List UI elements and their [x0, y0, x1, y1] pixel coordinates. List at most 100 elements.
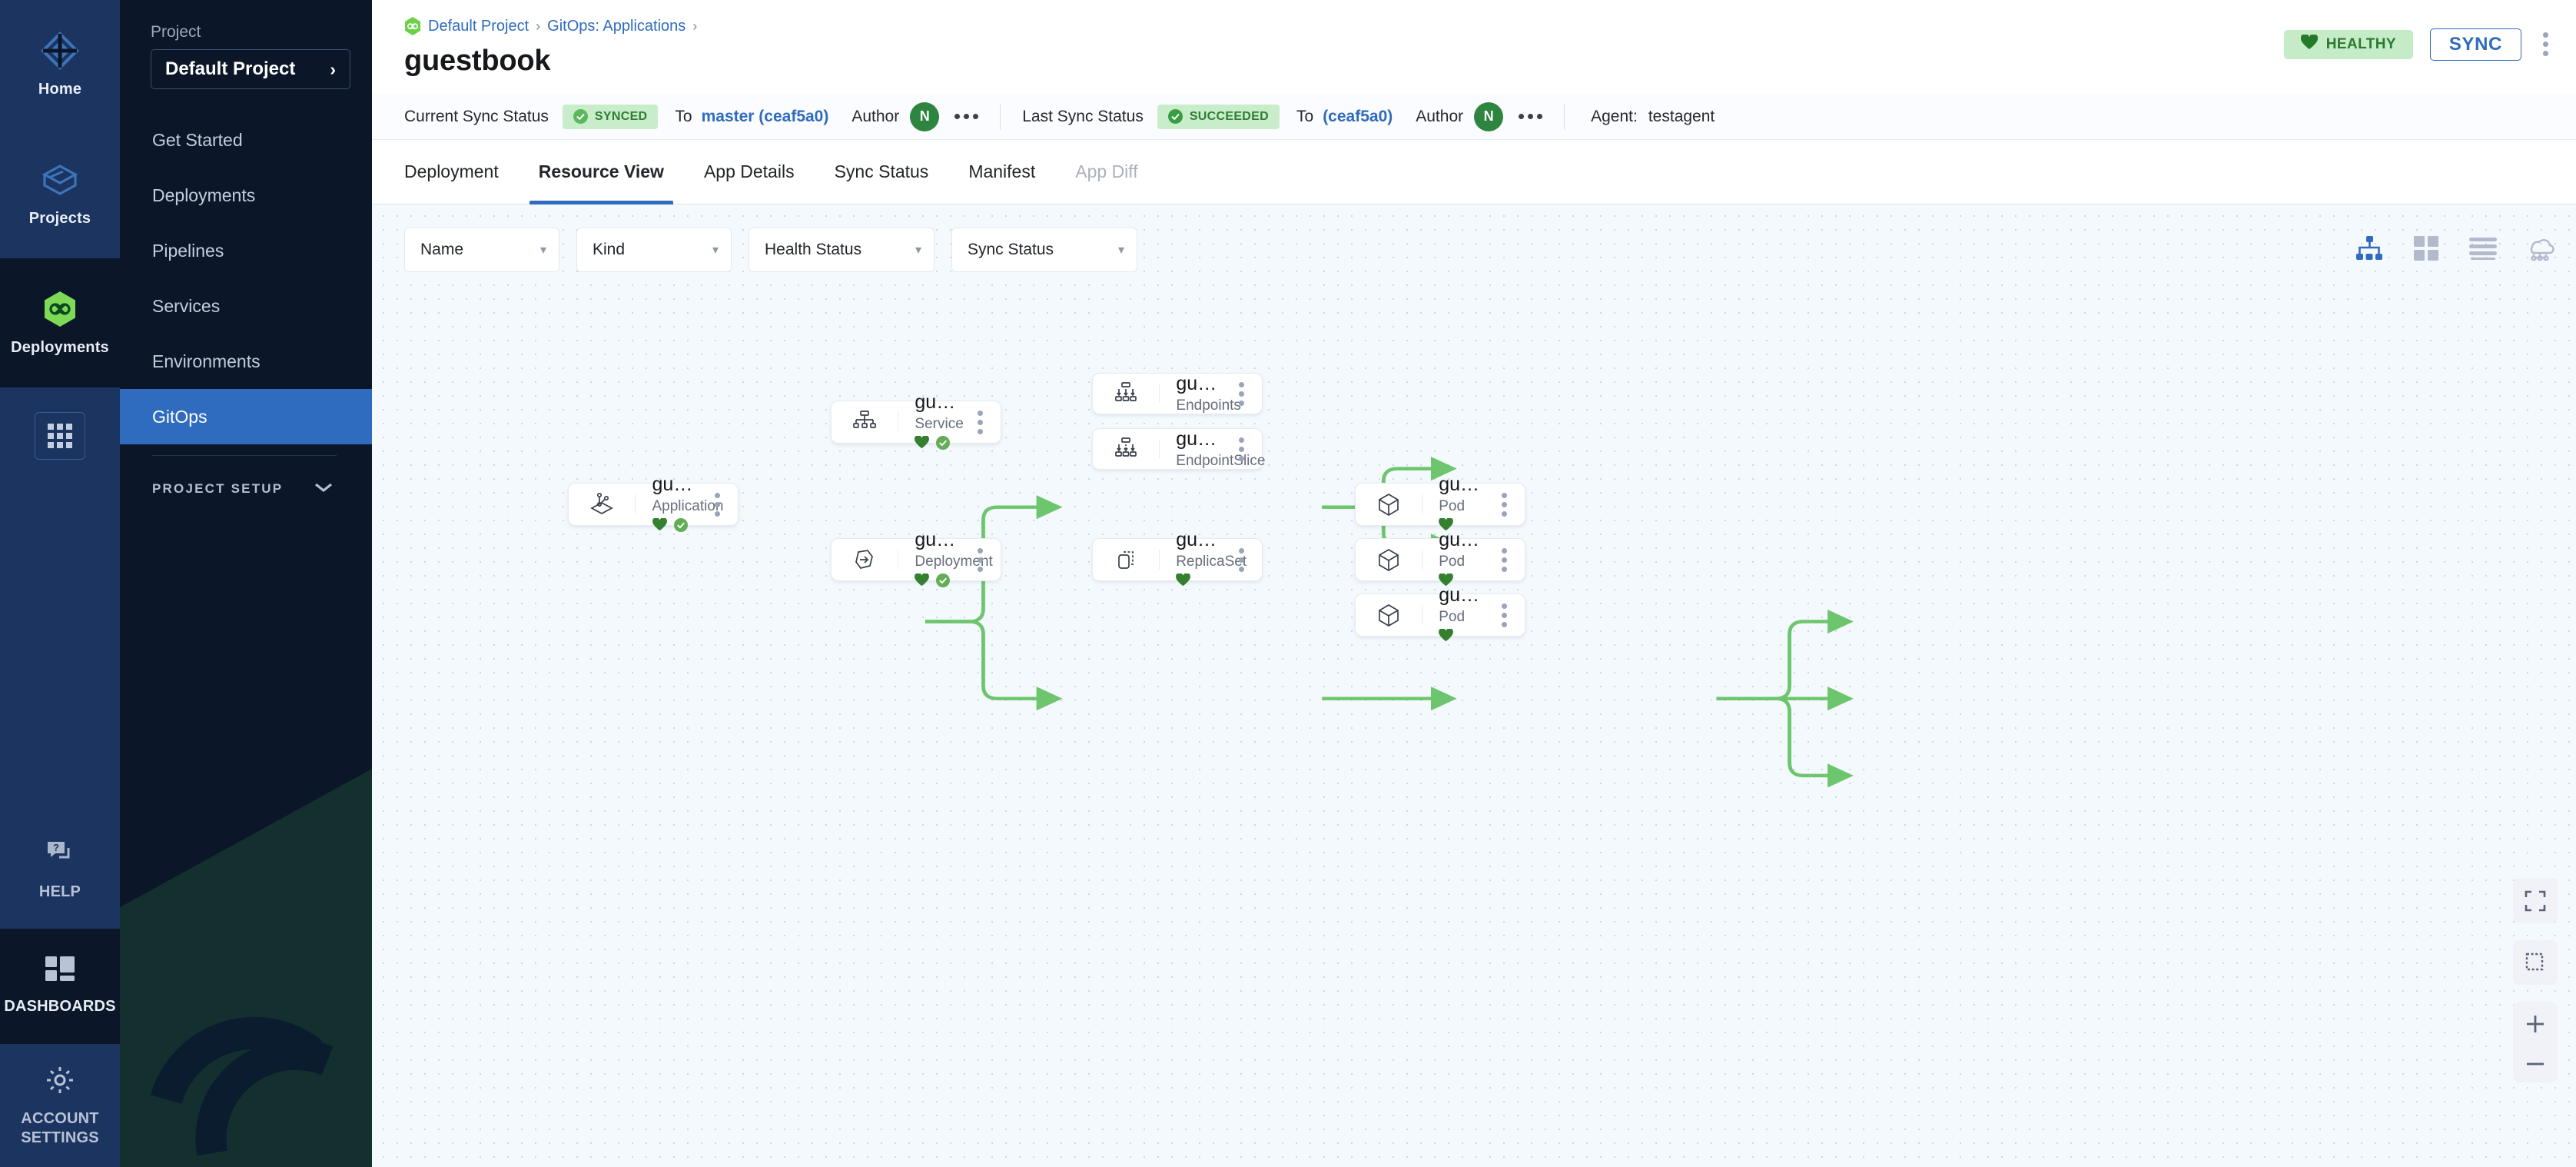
graph-node-kind: Deployment: [915, 554, 959, 570]
filter-bar: Name ▾ Kind ▾ Health Status ▾ Sync Statu…: [404, 228, 1137, 272]
rail-item-projects[interactable]: Projects: [0, 129, 120, 258]
sync-button[interactable]: SYNC: [2430, 28, 2521, 61]
sidebar-item-deployments[interactable]: Deployments: [120, 168, 372, 223]
sidebar-item-label: GitOps: [152, 407, 207, 427]
filter-health-status-label: Health Status: [765, 241, 861, 259]
sidebar-section-project-setup[interactable]: PROJECT SETUP: [120, 467, 372, 511]
agent-label: Agent:: [1591, 108, 1638, 126]
tab-app-details[interactable]: App Details: [684, 140, 815, 204]
graph-node-endpointslice[interactable]: guestbook-ui-ncpmr EndpointSlice: [1092, 428, 1263, 470]
graph-edges: [372, 204, 2576, 1167]
graph-node-kind: Pod: [1439, 609, 1483, 626]
rail-label-account-settings: ACCOUNT SETTINGS: [0, 1109, 120, 1148]
project-setup-label: PROJECT SETUP: [152, 481, 283, 497]
sidebar-item-label: Get Started: [152, 130, 243, 151]
graph-node-kebab-icon[interactable]: [696, 488, 738, 521]
tab-sync-status[interactable]: Sync Status: [815, 140, 949, 204]
chevron-down-icon: ▾: [712, 242, 719, 258]
current-author-overflow-icon[interactable]: [954, 114, 978, 119]
graph-node-kebab-icon[interactable]: [1220, 377, 1262, 411]
graph-node-replicaset[interactable]: guestbook-ui-5b64f69597 ReplicaSet: [1092, 538, 1263, 581]
sidebar-item-pipelines[interactable]: Pipelines: [120, 223, 372, 278]
list-view-icon[interactable]: [2468, 234, 2498, 263]
rail-item-account-settings[interactable]: ACCOUNT SETTINGS: [0, 1044, 120, 1167]
graph-node-deployment[interactable]: guestbook-ui Deployment: [831, 538, 1001, 581]
graph-node-pod[interactable]: guestbook-ui-5b64f6959… Pod: [1355, 538, 1525, 581]
heart-health-icon: [652, 518, 667, 535]
last-author-overflow-icon[interactable]: [1519, 114, 1542, 119]
breadcrumb-separator: ›: [692, 18, 697, 35]
graph-node-pod[interactable]: guestbook-ui-5b64f6959… Pod: [1355, 593, 1525, 637]
rail-item-deployments[interactable]: Deployments: [0, 258, 120, 387]
graph-node-kind: Pod: [1439, 498, 1483, 515]
tab-bar: Deployment Resource View App Details Syn…: [372, 140, 2576, 204]
status-badge-health: HEALTHY: [2284, 30, 2413, 59]
project-sidebar: Project Default Project › Get Started De…: [120, 0, 372, 1167]
tab-deployment[interactable]: Deployment: [404, 140, 519, 204]
apps-grid-icon[interactable]: [35, 412, 85, 460]
sidebar-item-gitops[interactable]: GitOps: [120, 389, 372, 444]
filter-health-status[interactable]: Health Status ▾: [749, 228, 934, 272]
graph-node-kind: Service: [915, 416, 959, 433]
zoom-out-icon[interactable]: [2524, 1058, 2547, 1072]
graph-node-service[interactable]: guestbook-ui Service: [831, 401, 1001, 444]
divider: [1000, 104, 1001, 130]
breadcrumb-default-project[interactable]: Default Project: [428, 18, 529, 35]
resource-graph-canvas[interactable]: Name ▾ Kind ▾ Health Status ▾ Sync Statu…: [372, 204, 2576, 1167]
breadcrumb-gitops-applications[interactable]: GitOps: Applications: [547, 18, 685, 35]
check-sync-icon: [936, 436, 950, 454]
rail-item-help[interactable]: ? HELP: [0, 812, 120, 929]
replicaset-icon: [1093, 547, 1159, 572]
graph-node-pod[interactable]: guestbook-ui-5b64f6959… Pod: [1355, 483, 1525, 526]
endpointslice-icon: [1093, 437, 1159, 461]
current-sync-status-label: Current Sync Status: [404, 108, 549, 126]
chevron-down-icon: ▾: [540, 242, 546, 258]
graph-node-kind: Endpoints: [1176, 397, 1220, 414]
tab-manifest[interactable]: Manifest: [948, 140, 1055, 204]
view-mode-toggles: [2355, 234, 2554, 263]
last-revision-link[interactable]: (ceaf5a0): [1323, 108, 1393, 126]
apps-launcher[interactable]: [0, 387, 120, 484]
filter-kind[interactable]: Kind ▾: [576, 228, 732, 272]
avatar[interactable]: N: [1474, 102, 1503, 131]
graph-node-kebab-icon[interactable]: [1483, 488, 1525, 521]
check-sync-icon: [936, 574, 950, 591]
graph-node-application[interactable]: guestbook Application: [568, 483, 739, 526]
grid-view-icon[interactable]: [2412, 234, 2441, 263]
sidebar-item-environments[interactable]: Environments: [120, 334, 372, 389]
select-region-icon[interactable]: [2513, 940, 2558, 985]
sidebar-item-get-started[interactable]: Get Started: [120, 112, 372, 168]
rail-label-home: Home: [38, 80, 81, 99]
filter-name[interactable]: Name ▾: [404, 228, 559, 272]
avatar[interactable]: N: [910, 102, 939, 131]
graph-node-kebab-icon[interactable]: [959, 406, 1001, 439]
current-revision-link[interactable]: master (ceaf5a0): [702, 108, 829, 126]
graph-node-kebab-icon[interactable]: [1483, 599, 1525, 632]
filter-sync-status[interactable]: Sync Status ▾: [951, 228, 1137, 272]
graph-node-kind: Pod: [1439, 554, 1483, 570]
current-author-label: Author: [851, 108, 899, 126]
graph-node-endpoints[interactable]: guestbook-ui Endpoints: [1092, 373, 1263, 414]
kebab-menu-icon[interactable]: [2538, 28, 2553, 61]
project-selector[interactable]: Default Project ›: [151, 49, 350, 89]
graph-node-kebab-icon[interactable]: [1220, 544, 1262, 577]
heart-health-icon: [915, 574, 929, 590]
tab-resource-view[interactable]: Resource View: [519, 140, 684, 204]
graph-node-kebab-icon[interactable]: [1483, 544, 1525, 577]
graph-node-kind: Application: [652, 498, 697, 515]
cloud-network-view-icon[interactable]: [2525, 234, 2554, 263]
svg-text:?: ?: [53, 842, 59, 853]
graph-view-icon[interactable]: [2355, 234, 2384, 263]
rail-item-home[interactable]: Home: [0, 0, 120, 129]
zoom-in-icon[interactable]: [2524, 1012, 2547, 1039]
application-icon: [569, 491, 635, 517]
rail-item-dashboards[interactable]: DASHBOARDS: [0, 929, 120, 1044]
check-circle-icon: [573, 109, 588, 124]
sidebar-item-services[interactable]: Services: [120, 278, 372, 334]
fit-screen-icon[interactable]: [2513, 879, 2558, 923]
graph-node-kebab-icon[interactable]: [959, 544, 1001, 577]
rail-spacer: [0, 484, 120, 812]
graph-node-kebab-icon[interactable]: [1220, 433, 1262, 466]
rail-label-projects: Projects: [29, 209, 91, 228]
agent-value: testagent: [1648, 108, 1715, 126]
